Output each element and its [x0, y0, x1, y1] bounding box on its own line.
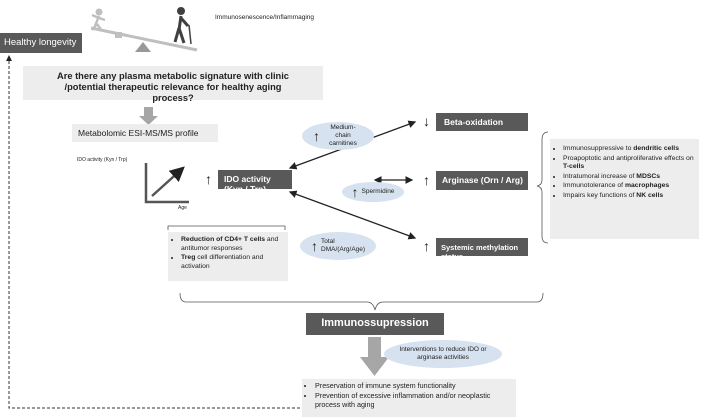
beta-oxidation-box: Beta-oxidation: [436, 113, 528, 131]
mini-graph-ylabel: IDO activity (Kyn / Trp): [77, 157, 128, 163]
spermidine-oval: ↑ Spermidine: [342, 182, 404, 202]
up-arrow-icon: ↑: [313, 128, 320, 144]
list-item: Intratumoral increase of MDSCs: [563, 173, 695, 182]
list-item: Impairs key functions of NK cells: [563, 192, 695, 201]
seesaw-illustration: [90, 7, 198, 52]
up-arrow-icon: ↑: [351, 184, 359, 200]
up-arrow-icon: ↑: [205, 171, 212, 187]
up-arrow-icon: ↑: [311, 238, 318, 254]
outcome-item: Preservation of immune system functional…: [315, 381, 512, 391]
list-item: Immunotolerance of macrophages: [563, 182, 695, 191]
healthy-longevity-box: Healthy longevity: [0, 33, 82, 53]
immunosuppression-box: Immunossupression: [306, 313, 444, 335]
arginase-effects-box: Immunosuppressive to dendritic cellsProa…: [550, 139, 699, 239]
ido-effects-list: Reduction of CD4+ T cells and antitumor …: [172, 236, 284, 271]
up-arrow-icon: ↑: [423, 238, 430, 254]
ido-activity-box: IDO activity (Kyn / Trp): [218, 170, 292, 194]
down-arrow-icon: ↓: [423, 113, 430, 129]
carnitines-oval: ↑ Medium-chain carnitines: [302, 122, 374, 150]
list-item: Proapoptotic and antiproliferative effec…: [563, 155, 695, 172]
top-label: Immunosenescence/Inflammaging: [215, 14, 314, 21]
list-item: Treg cell differentiation and activation: [181, 254, 284, 271]
research-question: Are there any plasma metabolic signature…: [23, 66, 323, 103]
list-item: Reduction of CD4+ T cells and antitumor …: [181, 236, 284, 253]
outcome-item: Prevention of excessive inflammation and…: [315, 391, 512, 410]
outcomes-box: Preservation of immune system functional…: [302, 379, 516, 417]
outcomes-list: Preservation of immune system functional…: [306, 381, 512, 410]
methylation-box: Systemic methylation status: [436, 238, 528, 261]
mini-graph-xlabel: Age: [178, 205, 187, 211]
list-item: Immunosuppressive to dendritic cells: [563, 145, 695, 154]
interventions-oval: Interventions to reduce IDO or arginase …: [384, 340, 502, 368]
metabolomic-profile: Metabolomic ESI-MS/MS profile: [72, 124, 218, 142]
arginase-effects-list: Immunosuppressive to dendritic cellsProa…: [554, 145, 695, 200]
ido-effects-box: Reduction of CD4+ T cells and antitumor …: [168, 232, 288, 281]
up-arrow-icon: ↑: [423, 172, 430, 188]
dma-oval: ↑ Total DMA/(Arg/Age): [300, 232, 376, 260]
arginase-box: Arginase (Orn / Arg): [436, 171, 528, 190]
